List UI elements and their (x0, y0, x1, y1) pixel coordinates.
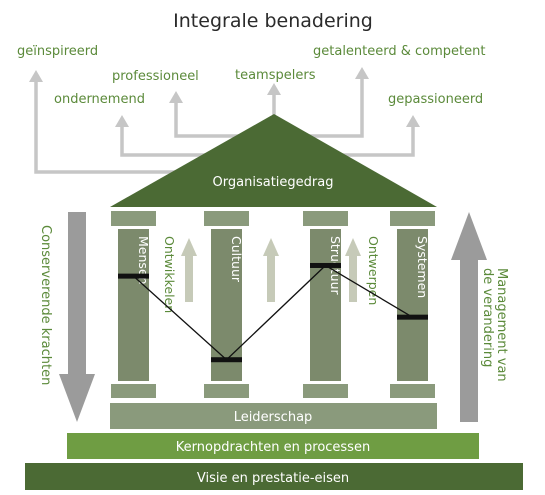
column-shaft (397, 229, 428, 381)
quality-gepassioneerd: gepassioneerd (388, 92, 483, 107)
column-shaft (118, 229, 149, 381)
columns: Mensen Cultuur Structuur Systemen (111, 211, 435, 398)
quality-ondernemend: ondernemend (54, 92, 145, 107)
column-base (111, 384, 156, 398)
column-base (390, 384, 435, 398)
column-shaft (211, 229, 242, 381)
quality-connectors (34, 77, 415, 174)
column-capital (390, 211, 435, 226)
column-level-marker (310, 262, 341, 268)
connector-getalenteerd (300, 77, 364, 138)
quality-arrowheads (29, 67, 420, 127)
column-capital (303, 211, 348, 226)
connector-gepassioneerd (320, 125, 415, 157)
column-label-mensen: Mensen (136, 236, 151, 285)
tier-visie-label: Visie en prestatie-eisen (197, 471, 349, 486)
tier-kernopdrachten (67, 433, 479, 459)
between-arrow-head (263, 238, 279, 256)
quality-teamspelers: teamspelers (235, 68, 316, 83)
tier-kernopdrachten-label: Kernopdrachten en processen (176, 440, 370, 455)
connector-geinspireerd (34, 80, 185, 174)
between-arrows (181, 238, 361, 302)
tier-leiderschap-label: Leiderschap (234, 410, 313, 425)
column-capital (204, 211, 249, 226)
column-label-cultuur: Cultuur (229, 236, 244, 283)
quality-professioneel: professioneel (112, 69, 199, 84)
roof-label: Organisatiegedrag (213, 175, 334, 190)
connector-ondernemend (120, 125, 232, 157)
connector-professioneel (174, 101, 250, 138)
column-base (204, 384, 249, 398)
column-shaft (310, 229, 341, 381)
column-base (303, 384, 348, 398)
between-arrow-shaft (349, 254, 357, 302)
label-ontwikkelen: Ontwikkelen (162, 236, 177, 313)
tier-leiderschap (110, 403, 437, 429)
column-level-marker (211, 357, 242, 363)
diagram-title: Integrale benadering (173, 10, 373, 32)
between-arrow-head (345, 238, 361, 256)
tier-visie (25, 463, 523, 490)
label-ontwerpen: Ontwerpen (366, 236, 381, 305)
level-connector-line (133, 264, 413, 361)
left-arrow-label: Conserverende krachten (38, 225, 53, 385)
column-label-systemen: Systemen (415, 236, 430, 298)
quality-geinspireerd: geïnspireerd (17, 44, 98, 59)
column-level-marker (118, 273, 149, 279)
between-arrow-head (181, 238, 197, 256)
right-arrow-label-1: Management van (494, 268, 509, 382)
column-level-marker (397, 314, 428, 320)
roof (110, 114, 437, 207)
between-arrow-shaft (185, 254, 193, 302)
column-capital (111, 211, 156, 226)
right-up-arrow (451, 212, 487, 422)
right-arrow-label-2: de verandering (480, 268, 495, 367)
left-down-arrow (59, 212, 95, 422)
between-arrow-shaft (267, 254, 275, 302)
column-levels (118, 262, 428, 363)
quality-getalenteerd: getalenteerd & competent (313, 44, 485, 59)
